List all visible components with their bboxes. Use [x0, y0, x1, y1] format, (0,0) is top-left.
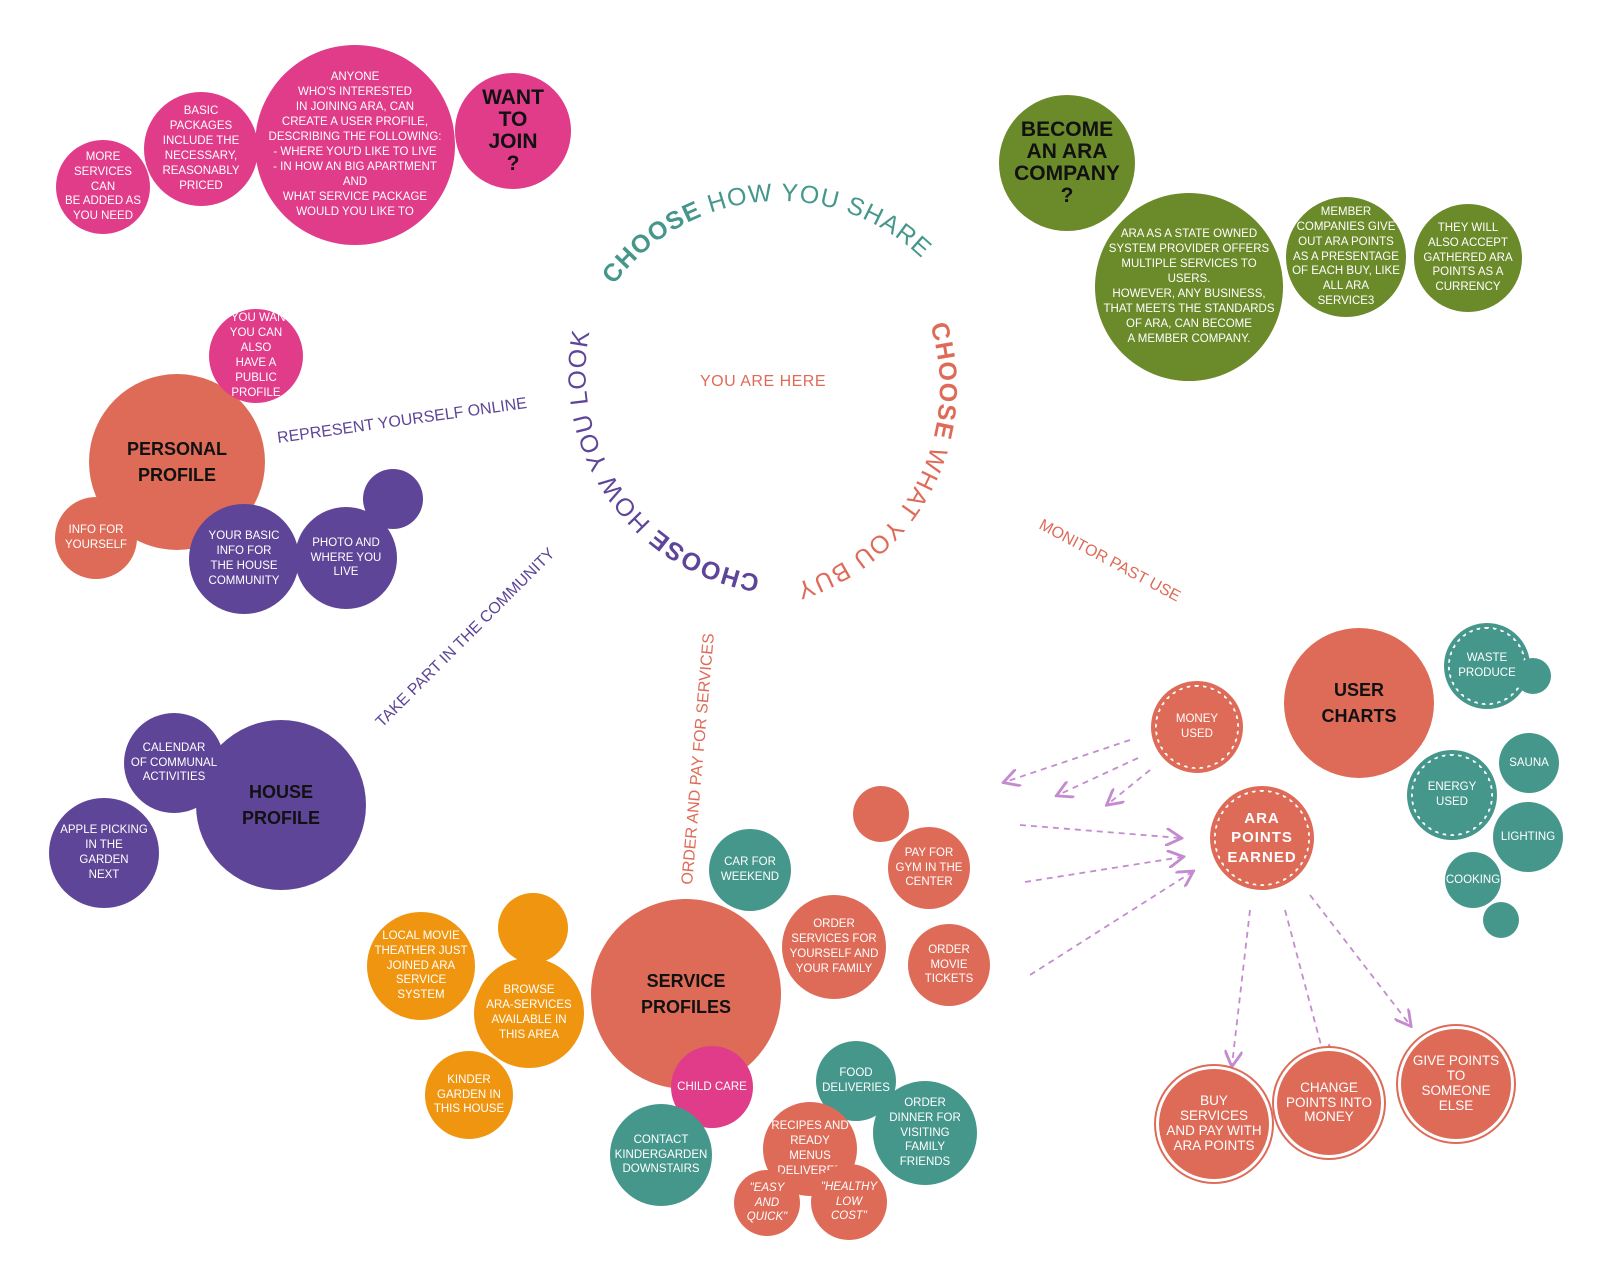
browse-services-bubble: BROWSE ARA-SERVICES AVAILABLE IN THIS AR… [474, 958, 584, 1068]
arrow [1108, 769, 1151, 804]
arrow [1029, 872, 1192, 976]
more-services-bubble: MORE SERVICES CAN BE ADDED AS YOU NEED [56, 140, 150, 234]
movie-tickets-bubble: ORDER MOVIE TICKETS [908, 924, 990, 1006]
teal-dot-2 [1483, 902, 1519, 938]
user-charts-bubble[interactable]: USER CHARTS [1284, 628, 1434, 778]
arrow [1232, 909, 1251, 1065]
connector-order-pay: ORDER AND PAY FOR SERVICES [679, 633, 718, 886]
member-companies-bubble: MEMBER COMPANIES GIVE OUT ARA POINTS AS … [1286, 197, 1406, 317]
connector-community: TAKE PART IN THE COMMUNITY [373, 545, 559, 731]
you-are-here-label: YOU ARE HERE [700, 373, 827, 390]
order-dinner-bubble: ORDER DINNER FOR VISITING FAMILY FRIENDS [873, 1081, 977, 1185]
change-points-bubble: CHANGE POINTS INTO MONEY [1277, 1051, 1381, 1155]
arrow [1024, 857, 1182, 883]
arc-choose-what-you-buy: CHOOSE WHAT YOU BUY [793, 319, 962, 604]
basic-packages-bubble: BASIC PACKAGES INCLUDE THE NECESSARY, RE… [144, 92, 258, 206]
orange-dot [498, 893, 568, 963]
house-profile-bubble[interactable]: HOUSE PROFILE [196, 720, 366, 890]
arrow [1058, 757, 1139, 795]
anyone-interested-bubble: ANYONE WHO'S INTERESTED IN JOINING ARA, … [255, 45, 455, 245]
connector-monitor: MONITOR PAST USE [1036, 517, 1183, 606]
car-weekend-bubble: CAR FOR WEEKEND [709, 829, 791, 911]
gym-bubble: PAY FOR GYM IN THE CENTER [888, 827, 970, 909]
contact-kindergarden-bubble: CONTACT KINDERGARDEN DOWNSTAIRS [610, 1104, 712, 1206]
healthy-low-cost-bubble: "HEALTHY LOW COST" [811, 1164, 887, 1240]
order-services-bubble: ORDER SERVICES FOR YOURSELF AND YOUR FAM… [782, 895, 886, 999]
sauna-bubble: SAUNA [1499, 733, 1559, 793]
coral-dot [853, 786, 909, 842]
become-company-bubble[interactable]: BECOME AN ARA COMPANY ? [999, 95, 1135, 231]
arrow [1284, 909, 1325, 1060]
waste-produce-bubble: WASTE PRODUCE [1444, 623, 1530, 709]
arc-choose-how-you-look: CHOOSE HOW YOU LOOK [563, 327, 761, 596]
kindergarden-bubble: KINDER GARDEN IN THIS HOUSE [425, 1051, 513, 1139]
teal-dot-1 [1515, 658, 1551, 694]
apple-picking-bubble: APPLE PICKING IN THE GARDEN NEXT [49, 798, 159, 908]
info-for-yourself-bubble: INFO FOR YOURSELF [55, 497, 137, 579]
give-points-bubble: GIVE POINTS TO SOMEONE ELSE [1401, 1029, 1511, 1139]
money-used-bubble: MONEY USED [1151, 681, 1243, 773]
arrows-group [1005, 739, 1410, 1065]
accept-points-bubble: THEY WILL ALSO ACCEPT GATHERED ARA POINT… [1414, 204, 1522, 312]
calendar-bubble: CALENDAR OF COMMUNAL ACTIVITIES [124, 713, 224, 813]
state-owned-bubble: ARA AS A STATE OWNED SYSTEM PROVIDER OFF… [1095, 193, 1283, 381]
lighting-bubble: LIGHTING [1493, 802, 1563, 872]
connector-represent-online: REPRESENT YOURSELF ONLINE [276, 395, 528, 447]
public-profile-bubble: IF YOU WANT, YOU CAN ALSO HAVE A PUBLIC … [209, 309, 303, 403]
energy-used-bubble: ENERGY USED [1407, 750, 1497, 840]
arrow [1309, 894, 1410, 1025]
arc-choose-how-you-share: CHOOSE HOW YOU SHARE [597, 179, 938, 289]
easy-quick-bubble: "EASY AND QUICK" [734, 1170, 800, 1236]
ara-points-earned-bubble: ARA POINTS EARNED [1210, 786, 1314, 890]
local-movie-bubble: LOCAL MOVIE THEATHER JUST JOINED ARA SER… [367, 912, 475, 1020]
arrow [1019, 824, 1180, 838]
basic-info-community-bubble: YOUR BASIC INFO FOR THE HOUSE COMMUNITY [189, 504, 299, 614]
purple-dot [363, 469, 423, 529]
want-to-join-bubble[interactable]: WANT TO JOIN ? [455, 73, 571, 189]
cooking-bubble: COOKING [1445, 852, 1501, 908]
arrow [1005, 739, 1131, 782]
buy-services-bubble: BUY SERVICES AND PAY WITH ARA POINTS [1159, 1069, 1269, 1179]
